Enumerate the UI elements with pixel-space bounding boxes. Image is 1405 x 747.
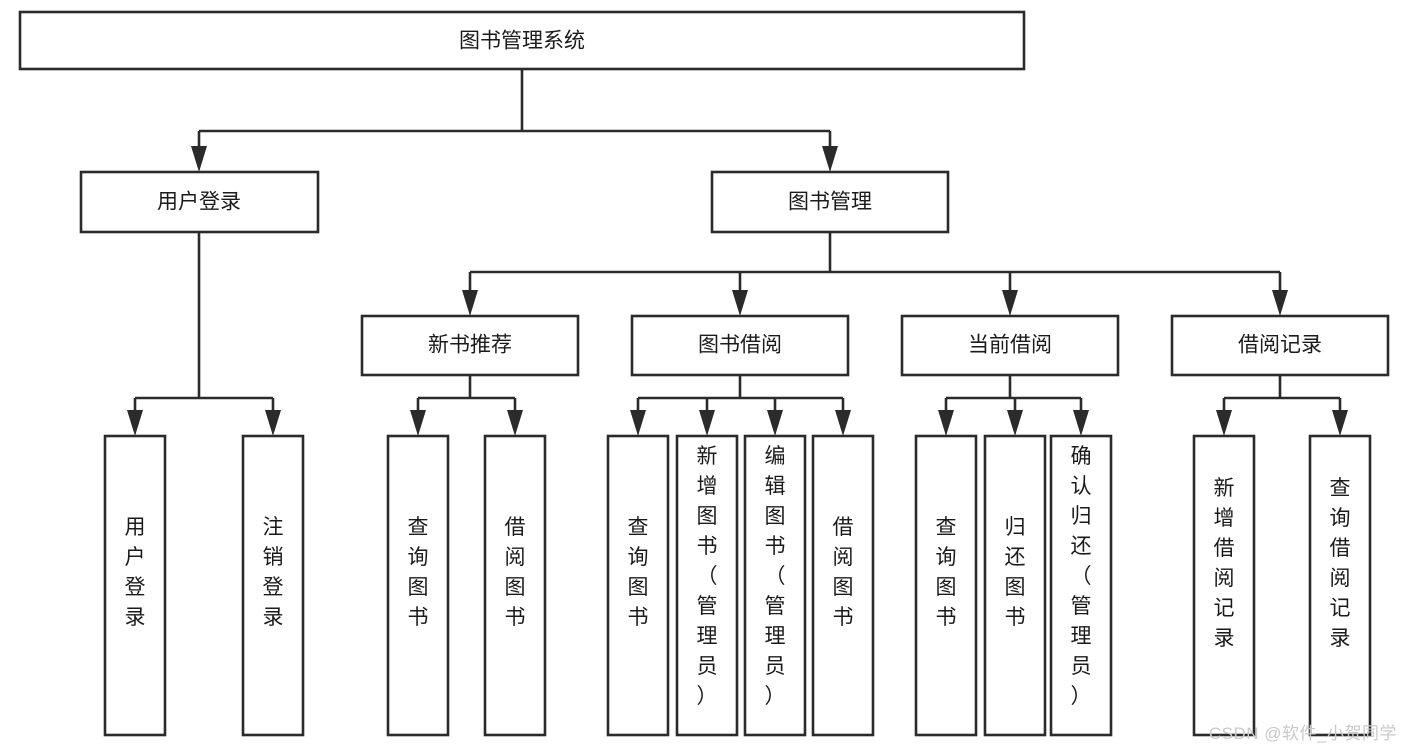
leaf-query-book-1[interactable]: 查询图书 (386, 434, 450, 737)
arrow-head-leaf-query-book-3 (938, 410, 954, 436)
leaf-return-book-label: 归还图书 (1005, 516, 1026, 629)
arrow-head-leaf-return-book (1007, 410, 1023, 436)
arrow-head-leaf-user-logout (265, 410, 281, 436)
arrow-head-new-book-recommend (462, 290, 478, 316)
arrow-head-leaf-borrow-book-1 (507, 410, 523, 436)
arrow-head-book-manage (822, 146, 838, 172)
leaf-borrow-book-1-label: 借阅图书 (505, 516, 526, 629)
leaf-add-book-admin-box[interactable] (675, 434, 739, 737)
leaf-query-book-3-label: 查询图书 (936, 516, 957, 629)
arrow-head-leaf-confirm-return-admin (1073, 410, 1089, 436)
leaf-borrow-book-1[interactable]: 借阅图书 (483, 434, 547, 737)
node-new-book-recommend-box[interactable] (360, 314, 580, 377)
leaf-user-logout[interactable]: 注销登录 (241, 434, 305, 737)
leaf-borrow-book-2[interactable]: 借阅图书 (811, 434, 875, 737)
leaf-borrow-book-1-box[interactable] (483, 434, 547, 737)
leaf-borrow-book-2-label: 借阅图书 (833, 516, 854, 629)
leaf-confirm-return-admin-label: 确认归还（管理员） (1071, 445, 1092, 708)
node-root[interactable]: 图书管理系统 (18, 10, 1026, 71)
leaf-query-borrow-record-box[interactable] (1308, 434, 1372, 737)
node-user-login-box[interactable] (79, 170, 320, 234)
leaf-confirm-return-admin-box[interactable] (1049, 434, 1113, 737)
node-book-borrow-label: 图书借阅 (698, 334, 782, 357)
leaf-query-book-3[interactable]: 查询图书 (914, 434, 978, 737)
leaf-add-borrow-record-box[interactable] (1192, 434, 1256, 737)
leaf-add-borrow-record[interactable]: 新增借阅记录 (1192, 434, 1256, 737)
node-new-book-recommend[interactable]: 新书推荐 (360, 314, 580, 377)
node-book-borrow[interactable]: 图书借阅 (630, 314, 850, 377)
connector-group-borrow-record (1216, 375, 1348, 436)
leaf-query-borrow-record[interactable]: 查询借阅记录 (1308, 434, 1372, 737)
leaf-edit-book-admin-label: 编辑图书（管理员） (765, 445, 786, 708)
leaf-add-book-admin[interactable]: 新增图书（管理员） (675, 434, 739, 737)
connector-group-current-borrow (938, 375, 1089, 436)
leaf-query-book-3-box[interactable] (914, 434, 978, 737)
leaf-user-login-box[interactable] (103, 434, 167, 737)
leaf-add-book-admin-label: 新增图书（管理员） (697, 445, 718, 708)
node-current-borrow[interactable]: 当前借阅 (900, 314, 1120, 377)
arrow-head-borrow-record (1272, 290, 1288, 316)
leaf-query-book-2-box[interactable] (606, 434, 670, 737)
leaf-query-book-2-label: 查询图书 (628, 516, 649, 629)
leaf-user-logout-box[interactable] (241, 434, 305, 737)
arrow-head-leaf-user-login (127, 410, 143, 436)
node-new-book-recommend-label: 新书推荐 (428, 334, 512, 357)
csdn-watermark: CSDN @软件_小贺同学 (1208, 724, 1397, 743)
node-borrow-record[interactable]: 借阅记录 (1170, 314, 1390, 377)
connector-group-new-book-recommend (410, 375, 523, 436)
arrow-head-user-login (191, 146, 207, 172)
leaf-query-borrow-record-label: 查询借阅记录 (1330, 477, 1351, 650)
node-root-label: 图书管理系统 (459, 30, 585, 53)
leaf-confirm-return-admin[interactable]: 确认归还（管理员） (1049, 434, 1113, 737)
node-book-manage-label: 图书管理 (788, 191, 872, 214)
leaf-query-book-1-label: 查询图书 (408, 516, 429, 629)
leaf-query-book-1-box[interactable] (386, 434, 450, 737)
node-borrow-record-label: 借阅记录 (1238, 334, 1322, 357)
node-root-box[interactable] (18, 10, 1026, 71)
leaf-query-book-2[interactable]: 查询图书 (606, 434, 670, 737)
node-current-borrow-box[interactable] (900, 314, 1120, 377)
arrow-head-leaf-query-borrow-record (1332, 410, 1348, 436)
node-current-borrow-label: 当前借阅 (968, 334, 1052, 357)
node-user-login-label: 用户登录 (157, 191, 241, 214)
arrow-head-book-borrow (732, 290, 748, 316)
leaf-return-book-box[interactable] (983, 434, 1047, 737)
arrow-head-current-borrow (1002, 290, 1018, 316)
arrow-head-leaf-add-borrow-record (1216, 410, 1232, 436)
node-user-login[interactable]: 用户登录 (79, 170, 320, 234)
connector-group-book-borrow (630, 375, 851, 436)
connector-group-root (191, 69, 838, 172)
leaf-user-login-label: 用户登录 (125, 516, 146, 629)
connector-group-book-manage (462, 232, 1288, 316)
arrow-head-leaf-query-book-2 (630, 410, 646, 436)
leaf-borrow-book-2-box[interactable] (811, 434, 875, 737)
leaf-user-logout-label: 注销登录 (263, 516, 284, 629)
connector-group-user-login (127, 232, 281, 436)
node-book-manage-box[interactable] (710, 170, 950, 234)
arrow-head-leaf-query-book-1 (410, 410, 426, 436)
arrow-head-leaf-add-book-admin (699, 410, 715, 436)
leaf-edit-book-admin[interactable]: 编辑图书（管理员） (743, 434, 807, 737)
node-book-borrow-box[interactable] (630, 314, 850, 377)
node-borrow-record-box[interactable] (1170, 314, 1390, 377)
arrow-head-leaf-borrow-book-2 (835, 410, 851, 436)
arrow-head-leaf-edit-book-admin (767, 410, 783, 436)
node-book-manage[interactable]: 图书管理 (710, 170, 950, 234)
leaf-return-book[interactable]: 归还图书 (983, 434, 1047, 737)
leaf-add-borrow-record-label: 新增借阅记录 (1214, 477, 1235, 650)
leaf-user-login[interactable]: 用户登录 (103, 434, 167, 737)
leaf-edit-book-admin-box[interactable] (743, 434, 807, 737)
